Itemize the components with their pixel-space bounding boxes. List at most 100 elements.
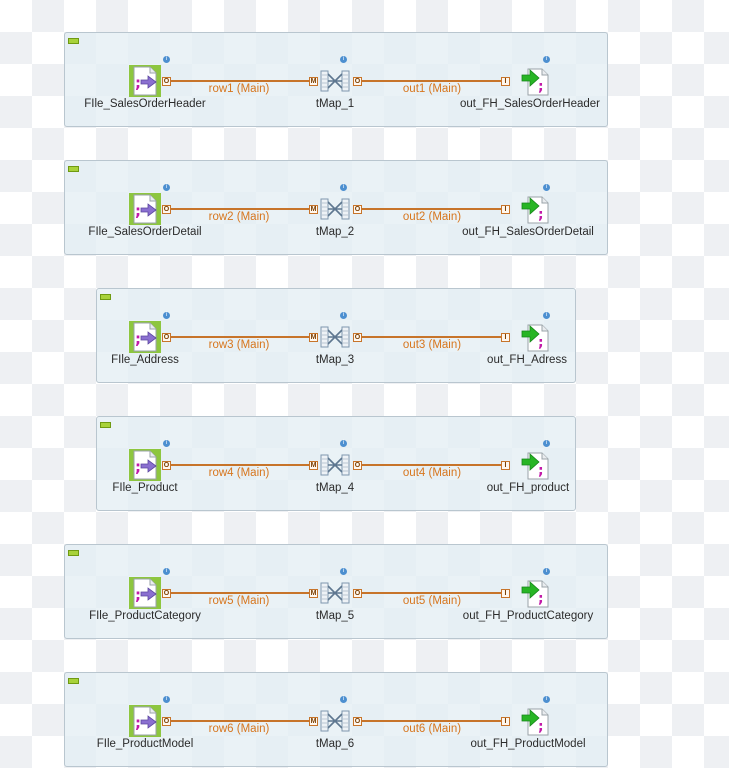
input-component-label[interactable]: FIle_Address (111, 354, 179, 366)
output-file-component[interactable]: ; (520, 448, 554, 482)
input-component-label[interactable]: FIle_ProductModel (96, 738, 194, 750)
flow-connection-out[interactable] (357, 80, 508, 82)
info-badge-icon[interactable]: i (340, 696, 347, 703)
tmap-component-label[interactable]: tMap_1 (315, 98, 355, 110)
flow-label-row[interactable]: row5 (Main) (208, 595, 270, 607)
output-component-label[interactable]: out_FH_ProductCategory (462, 610, 594, 622)
output-file-component[interactable]: ; (520, 320, 554, 354)
output-component-label[interactable]: out_FH_SalesOrderHeader (460, 98, 600, 110)
info-badge-icon[interactable]: i (543, 184, 550, 191)
tmap-component-label[interactable]: tMap_6 (315, 738, 355, 750)
input-out-port[interactable]: O (162, 717, 171, 726)
info-badge-icon[interactable]: i (163, 56, 170, 63)
info-badge-icon[interactable]: i (163, 696, 170, 703)
input-component-label[interactable]: FIle_ProductCategory (89, 610, 201, 622)
flow-label-out[interactable]: out6 (Main) (402, 723, 462, 735)
tmap-in-port[interactable]: M (309, 589, 318, 598)
flow-label-out[interactable]: out3 (Main) (402, 339, 462, 351)
input-out-port[interactable]: O (162, 77, 171, 86)
subjob-collapse-icon[interactable] (68, 166, 79, 172)
flow-connection-row[interactable] (165, 80, 313, 82)
output-in-port[interactable]: I (501, 205, 510, 214)
tmap-component-label[interactable]: tMap_4 (315, 482, 355, 494)
output-component-label[interactable]: out_FH_Adress (487, 354, 567, 366)
tmap-in-port[interactable]: M (309, 205, 318, 214)
output-file-component[interactable]: ; (520, 576, 554, 610)
info-badge-icon[interactable]: i (543, 312, 550, 319)
tmap-component[interactable] (318, 64, 352, 98)
input-file-component[interactable]: ; (128, 448, 162, 482)
input-component-label[interactable]: FIle_Product (112, 482, 178, 494)
flow-label-out[interactable]: out4 (Main) (402, 467, 462, 479)
info-badge-icon[interactable]: i (543, 568, 550, 575)
input-out-port[interactable]: O (162, 333, 171, 342)
tmap-component-label[interactable]: tMap_3 (315, 354, 355, 366)
info-badge-icon[interactable]: i (340, 56, 347, 63)
input-file-component[interactable]: ; (128, 320, 162, 354)
info-badge-icon[interactable]: i (543, 56, 550, 63)
flow-connection-out[interactable] (357, 592, 508, 594)
tmap-component[interactable] (318, 448, 352, 482)
output-file-component[interactable]: ; (520, 192, 554, 226)
info-badge-icon[interactable]: i (340, 568, 347, 575)
subjob-collapse-icon[interactable] (68, 550, 79, 556)
input-out-port[interactable]: O (162, 461, 171, 470)
flow-connection-out[interactable] (357, 336, 508, 338)
flow-label-out[interactable]: out1 (Main) (402, 83, 462, 95)
flow-connection-out[interactable] (357, 464, 508, 466)
tmap-out-port[interactable]: O (353, 333, 362, 342)
flow-connection-row[interactable] (165, 336, 313, 338)
flow-connection-out[interactable] (357, 208, 508, 210)
tmap-in-port[interactable]: M (309, 717, 318, 726)
output-file-component[interactable]: ; (520, 704, 554, 738)
output-in-port[interactable]: I (501, 589, 510, 598)
tmap-in-port[interactable]: M (309, 77, 318, 86)
tmap-out-port[interactable]: O (353, 205, 362, 214)
input-component-label[interactable]: FIle_SalesOrderHeader (84, 98, 206, 110)
tmap-component[interactable] (318, 576, 352, 610)
info-badge-icon[interactable]: i (543, 440, 550, 447)
flow-label-row[interactable]: row2 (Main) (208, 211, 270, 223)
input-file-component[interactable]: ; (128, 192, 162, 226)
flow-label-row[interactable]: row1 (Main) (208, 83, 270, 95)
flow-connection-row[interactable] (165, 208, 313, 210)
flow-connection-row[interactable] (165, 464, 313, 466)
flow-connection-row[interactable] (165, 592, 313, 594)
tmap-out-port[interactable]: O (353, 461, 362, 470)
tmap-out-port[interactable]: O (353, 77, 362, 86)
output-in-port[interactable]: I (501, 77, 510, 86)
info-badge-icon[interactable]: i (163, 568, 170, 575)
tmap-component[interactable] (318, 704, 352, 738)
output-component-label[interactable]: out_FH_product (486, 482, 570, 494)
input-component-label[interactable]: FIle_SalesOrderDetail (88, 226, 202, 238)
input-out-port[interactable]: O (162, 205, 171, 214)
input-file-component[interactable]: ; (128, 704, 162, 738)
tmap-out-port[interactable]: O (353, 717, 362, 726)
input-file-component[interactable]: ; (128, 576, 162, 610)
flow-connection-row[interactable] (165, 720, 313, 722)
info-badge-icon[interactable]: i (163, 440, 170, 447)
info-badge-icon[interactable]: i (163, 312, 170, 319)
subjob-collapse-icon[interactable] (68, 38, 79, 44)
tmap-component[interactable] (318, 320, 352, 354)
tmap-component-label[interactable]: tMap_5 (315, 610, 355, 622)
info-badge-icon[interactable]: i (340, 312, 347, 319)
tmap-component[interactable] (318, 192, 352, 226)
tmap-component-label[interactable]: tMap_2 (315, 226, 355, 238)
output-in-port[interactable]: I (501, 717, 510, 726)
output-component-label[interactable]: out_FH_ProductModel (470, 738, 586, 750)
input-file-component[interactable]: ; (128, 64, 162, 98)
flow-label-out[interactable]: out2 (Main) (402, 211, 462, 223)
input-out-port[interactable]: O (162, 589, 171, 598)
subjob-collapse-icon[interactable] (68, 678, 79, 684)
tmap-out-port[interactable]: O (353, 589, 362, 598)
info-badge-icon[interactable]: i (163, 184, 170, 191)
output-component-label[interactable]: out_FH_SalesOrderDetail (462, 226, 594, 238)
info-badge-icon[interactable]: i (340, 184, 347, 191)
info-badge-icon[interactable]: i (543, 696, 550, 703)
output-in-port[interactable]: I (501, 333, 510, 342)
output-file-component[interactable]: ; (520, 64, 554, 98)
subjob-collapse-icon[interactable] (100, 422, 111, 428)
flow-label-out[interactable]: out5 (Main) (402, 595, 462, 607)
